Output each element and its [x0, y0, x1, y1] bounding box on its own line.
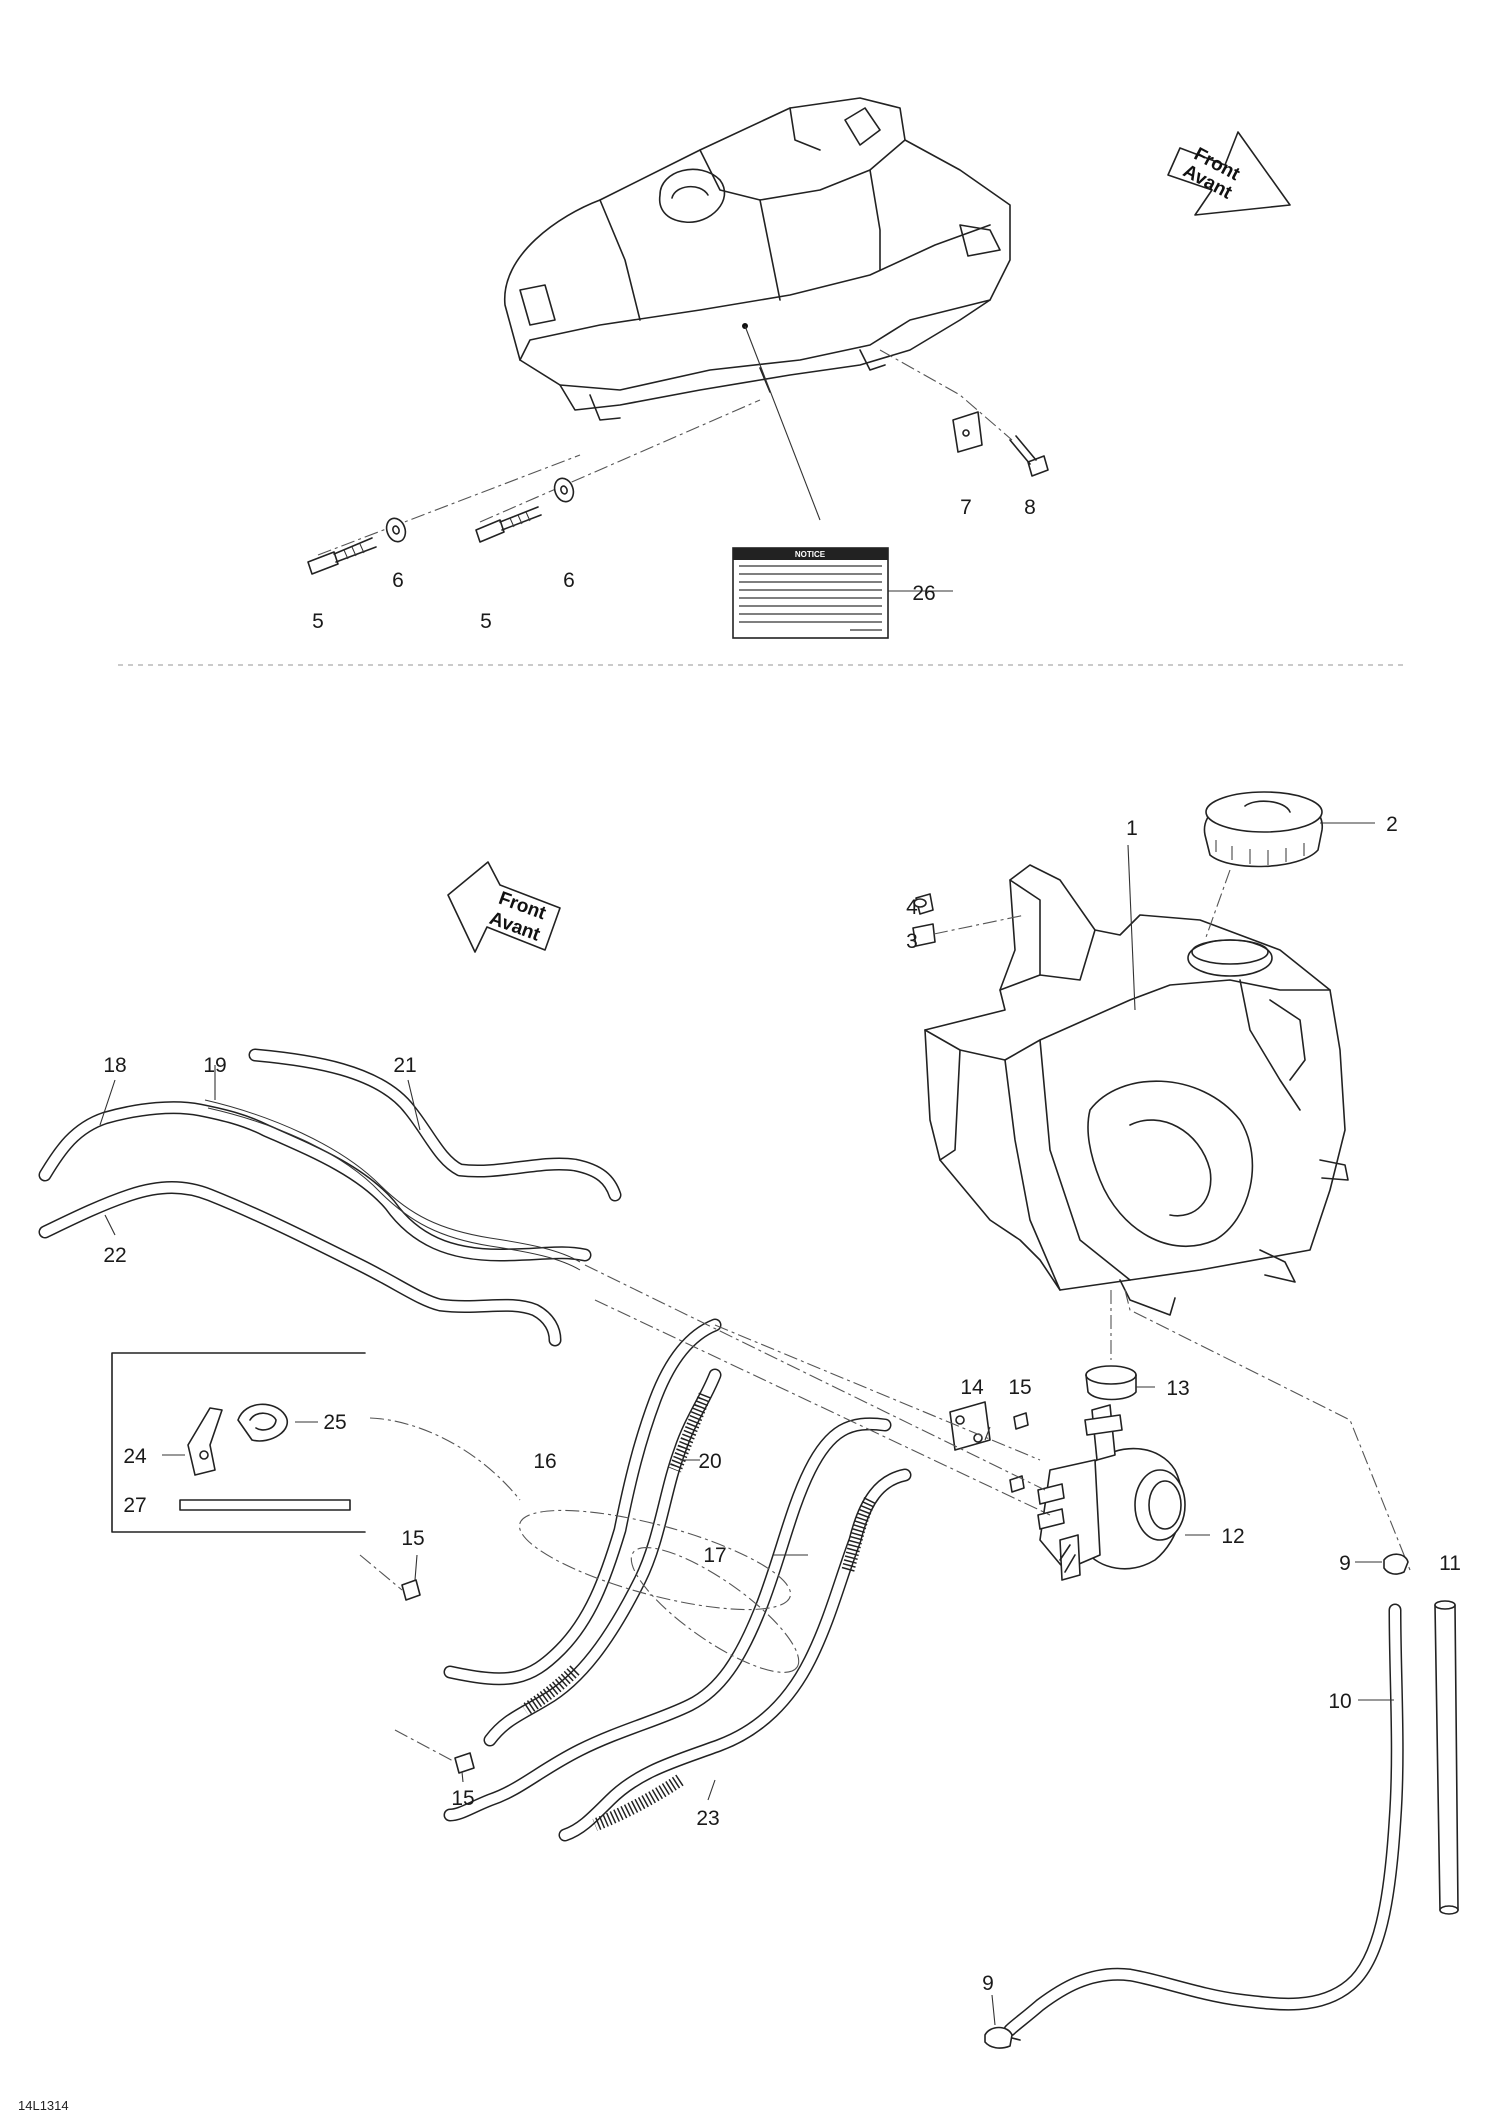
- strainer-13: [1085, 1365, 1137, 1401]
- callout-24: 24: [123, 1445, 147, 1468]
- tank-leader-lines: [933, 822, 1411, 1571]
- bolt-5-right: [475, 506, 542, 543]
- callout-6-left: 6: [392, 569, 404, 592]
- kit-box: [111, 1352, 366, 1533]
- notice-label-title: NOTICE: [795, 550, 826, 559]
- oil-cap: [1203, 791, 1323, 868]
- callout-26: 26: [912, 582, 935, 605]
- callout-15-hose-16: 15: [401, 1527, 424, 1550]
- callout-labels: 1 2 3 4 5 5 6 6 7 8 9 9 10 11 12 13 14 1…: [103, 496, 1461, 1995]
- callout-25: 25: [323, 1411, 346, 1434]
- callout-19: 19: [203, 1054, 226, 1077]
- oil-pump: [1037, 1404, 1186, 1581]
- clamp-9-lower: [984, 2026, 1021, 2049]
- bolt-5-left: [307, 537, 377, 575]
- top-leader-lines: [317, 325, 1013, 592]
- hose-21: [248, 1048, 622, 1202]
- washer-6-right: [553, 477, 575, 503]
- clamp-15-hose-23: [454, 1752, 475, 1774]
- callout-5-left: 5: [312, 610, 324, 633]
- callout-22: 22: [103, 1244, 126, 1267]
- callout-4: 4: [906, 896, 918, 919]
- grommet-3-4: [912, 893, 936, 947]
- hose-19: [204, 1099, 581, 1271]
- bracket-7: [952, 411, 983, 453]
- gasket-14: [949, 1401, 991, 1451]
- seat-body-assembly: [504, 97, 1011, 421]
- hose-16: [443, 1318, 722, 1686]
- hose-20: [483, 1368, 722, 1747]
- callout-27: 27: [123, 1494, 146, 1517]
- lower-leader-lines: [99, 1065, 1394, 2026]
- callout-15-hose-23: 15: [451, 1787, 474, 1810]
- callout-13: 13: [1166, 1377, 1189, 1400]
- washer-6-left: [385, 517, 407, 543]
- callout-1: 1: [1126, 817, 1138, 840]
- callout-23: 23: [696, 1807, 719, 1830]
- bolt-8: [1009, 435, 1049, 477]
- diagram-code: 14L1314: [18, 2098, 69, 2113]
- hose-17: [443, 1417, 892, 1822]
- hose-10: [1003, 1603, 1404, 2037]
- hose-23: [558, 1468, 912, 1842]
- callout-2: 2: [1386, 813, 1398, 836]
- callout-15-pump: 15: [1008, 1376, 1031, 1399]
- callout-12: 12: [1221, 1525, 1244, 1548]
- callout-10: 10: [1328, 1690, 1351, 1713]
- callout-17: 17: [703, 1544, 726, 1567]
- notice-label: NOTICE: [732, 547, 889, 639]
- direction-arrow-top: Front Avant: [1167, 131, 1291, 216]
- hose-22: [38, 1181, 562, 1347]
- callout-14: 14: [960, 1376, 984, 1399]
- callout-18: 18: [103, 1054, 126, 1077]
- oil-tank: [924, 864, 1349, 1316]
- callout-16: 16: [533, 1450, 556, 1473]
- callout-8: 8: [1024, 496, 1036, 519]
- callout-9-lower: 9: [982, 1972, 994, 1995]
- callout-3: 3: [906, 930, 918, 953]
- pump-leader-lines: [359, 1264, 1210, 1763]
- callout-7: 7: [960, 496, 972, 519]
- callout-20: 20: [698, 1450, 721, 1473]
- tube-11: [1434, 1600, 1459, 1915]
- callout-21: 21: [393, 1054, 416, 1077]
- callout-11: 11: [1439, 1552, 1461, 1575]
- clamp-9-upper: [1383, 1553, 1409, 1575]
- clamp-15-pump-upper: [1013, 1412, 1029, 1430]
- hose-18: [38, 1101, 592, 1262]
- clamp-15-hose-16: [401, 1579, 421, 1601]
- direction-arrow-bottom: Front Avant: [447, 861, 561, 953]
- callout-5-right: 5: [480, 610, 492, 633]
- callout-9-upper: 9: [1339, 1552, 1351, 1575]
- callout-6-right: 6: [563, 569, 575, 592]
